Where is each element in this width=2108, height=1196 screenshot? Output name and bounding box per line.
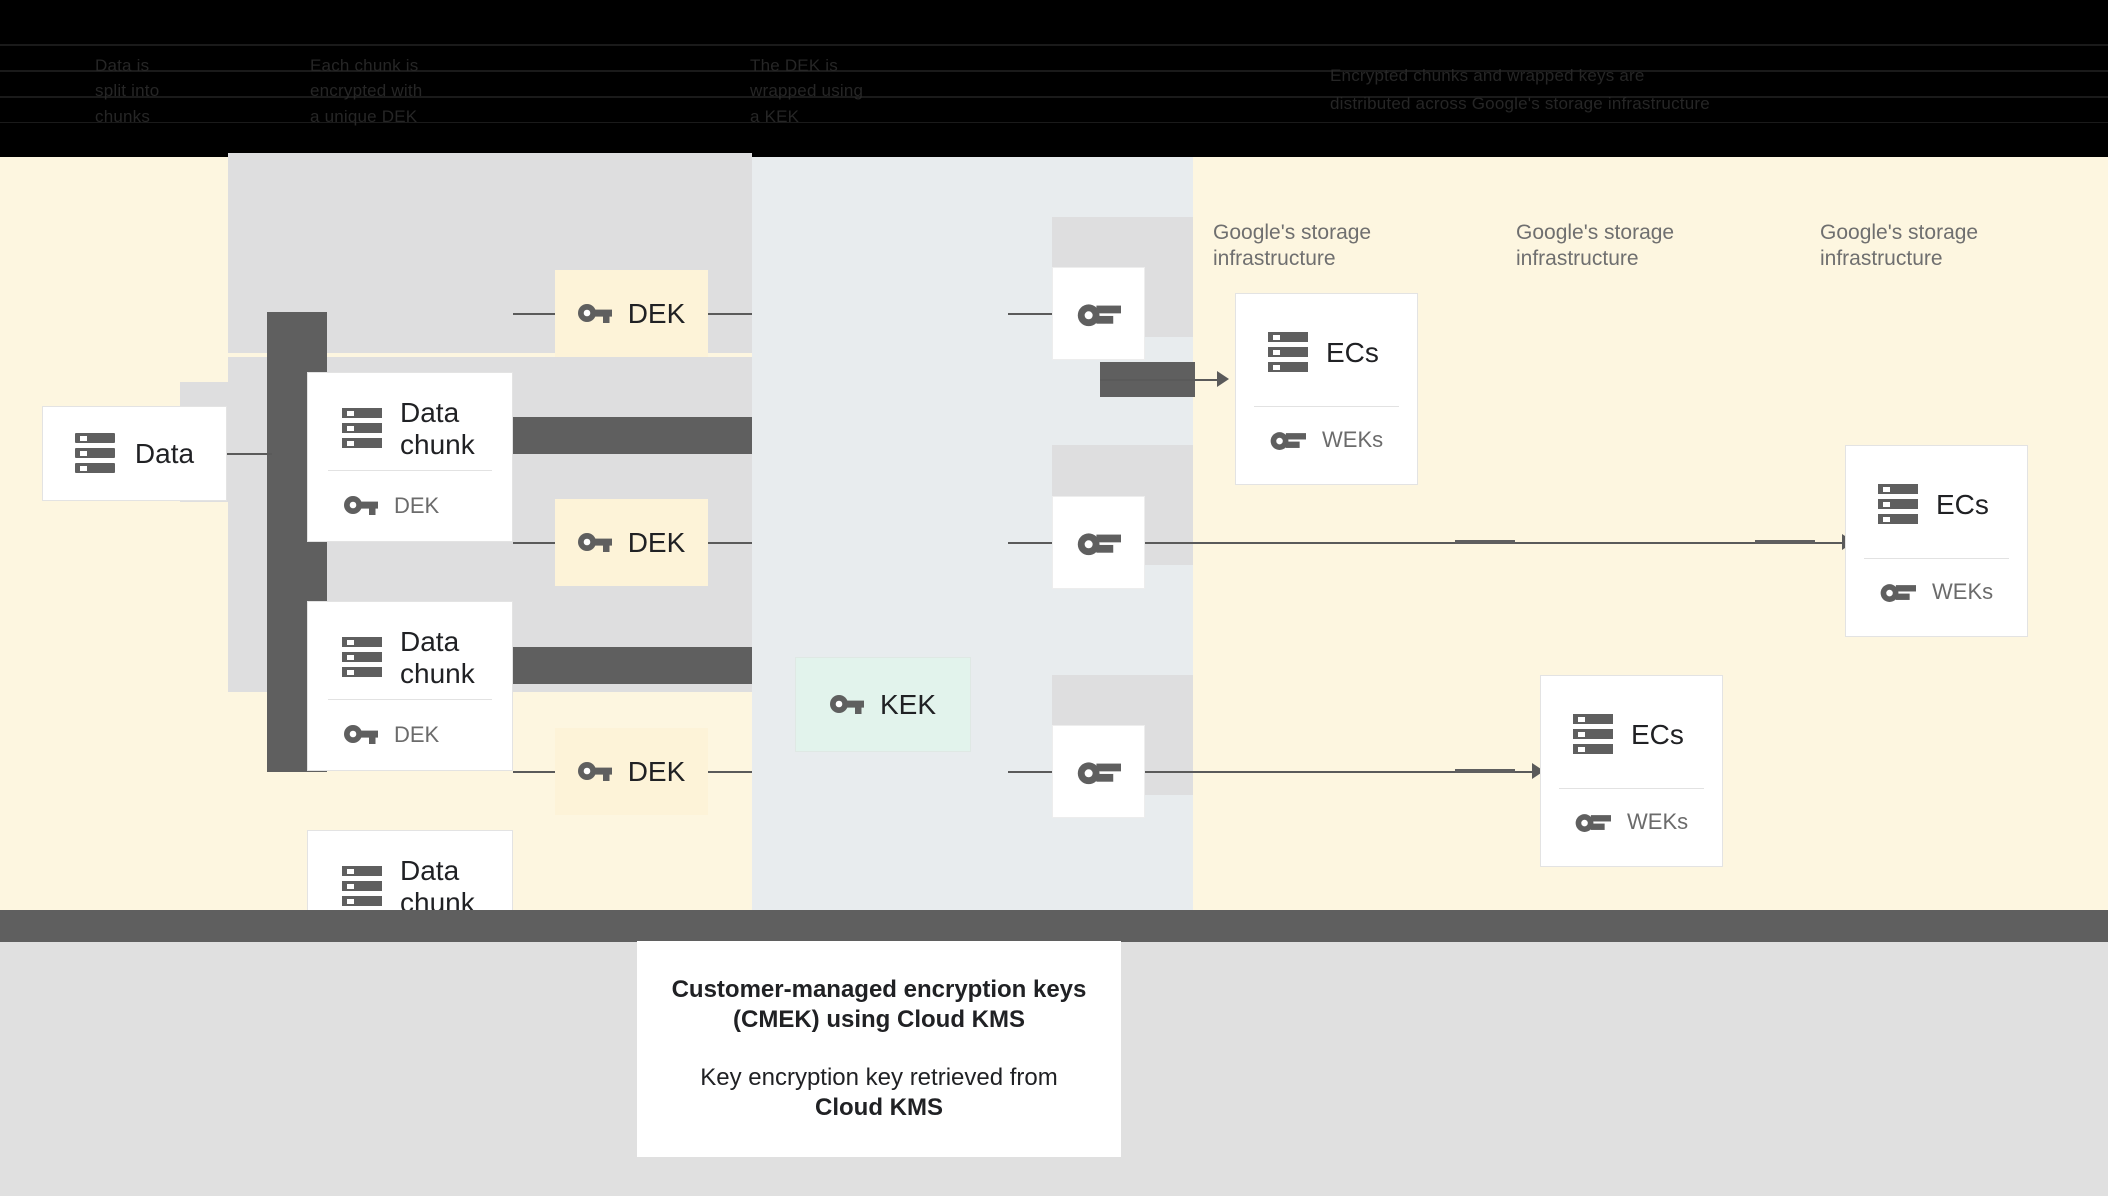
storage-infra-label: Google's storage infrastructure (1820, 221, 1979, 270)
connector-line (513, 771, 555, 773)
caption-body-line1: Key encryption key retrieved from (700, 1064, 1058, 1091)
storage-infra-label: Google's storage infrastructure (1213, 221, 1372, 270)
connector-line (1100, 379, 1220, 381)
wrapped-key-card[interactable] (1052, 725, 1145, 818)
obscured-header: Data is split into chunks Each chunk is … (0, 0, 2108, 157)
arrow-head-icon (1217, 371, 1229, 387)
key-icon (1575, 814, 1611, 832)
server-icon (342, 866, 382, 908)
diagram-canvas: Data Data chunk DEK (0, 153, 2108, 1000)
kek-label: KEK (879, 688, 937, 720)
connector-emphasis (1455, 769, 1515, 773)
key-icon (577, 303, 612, 323)
caption-body-line2: Cloud KMS (815, 1094, 943, 1121)
connector-line (708, 771, 752, 773)
storage-card[interactable]: ECs WEKs (1235, 293, 1418, 485)
connector-emphasis (1455, 540, 1515, 544)
storage-infra-label: Google's storage infrastructure (1516, 221, 1675, 270)
chunk-key-label: DEK (394, 722, 440, 747)
server-icon (1878, 484, 1918, 526)
storage-card-title: ECs (1936, 489, 1989, 520)
chunk-title: Data chunk (400, 626, 475, 689)
key-icon (344, 496, 378, 515)
server-icon (1268, 332, 1308, 374)
connector-line (1008, 771, 1052, 773)
storage-card-key-label: WEKs (1322, 427, 1384, 452)
key-icon (577, 532, 612, 552)
connector-line (708, 313, 752, 315)
server-icon (342, 408, 382, 450)
storage-card-key-label: WEKs (1932, 579, 1994, 604)
server-icon (1573, 714, 1613, 756)
wrapped-key-card[interactable] (1052, 496, 1145, 589)
header-text-line: Data is (95, 56, 150, 75)
key-icon (1077, 532, 1121, 555)
connector-emphasis (1755, 540, 1815, 544)
footer-divider-bar (0, 910, 2108, 942)
storage-card[interactable]: ECs WEKs (1540, 675, 1723, 867)
server-icon (74, 432, 115, 475)
connector-line (1008, 542, 1052, 544)
header-text-line: chunks (95, 107, 151, 126)
caption-title-line1: Customer-managed encryption keys (671, 976, 1087, 1003)
connector-line (513, 313, 555, 315)
data-source-card[interactable]: Data (42, 406, 227, 501)
key-icon (1077, 761, 1121, 784)
header-text-line: a unique DEK (310, 107, 418, 126)
connector-line (227, 453, 272, 455)
header-text-line: The DEK is (750, 56, 838, 75)
header-text-line: split into (95, 81, 160, 100)
header-text-line: a KEK (750, 107, 800, 126)
caption-box: Customer-managed encryption keys (CMEK) … (637, 941, 1121, 1157)
key-icon (577, 761, 612, 781)
header-text-line: Encrypted chunks and wrapped keys are (1330, 66, 1645, 85)
wrapped-key-card[interactable] (1052, 267, 1145, 360)
connector-line (708, 542, 752, 544)
header-text-line: distributed across Google's storage infr… (1330, 94, 1710, 113)
data-chunk-card[interactable]: Data chunk DEK (307, 372, 513, 542)
key-icon (1077, 303, 1121, 326)
dek-label: DEK (627, 755, 686, 787)
server-icon (342, 637, 382, 679)
dek-box[interactable]: DEK (555, 270, 708, 357)
chunk-key-label: DEK (394, 493, 440, 518)
storage-card-title: ECs (1326, 337, 1379, 368)
connector-line (1008, 313, 1052, 315)
key-icon (344, 725, 378, 744)
storage-card-title: ECs (1631, 719, 1684, 750)
key-icon (1270, 432, 1306, 450)
data-source-label: Data (134, 437, 195, 469)
chunk-title: Data chunk (400, 397, 475, 460)
key-icon (1880, 584, 1916, 602)
dek-label: DEK (627, 297, 686, 329)
header-text-line: encrypted with (310, 81, 423, 100)
dek-label: DEK (627, 526, 686, 558)
storage-card[interactable]: ECs WEKs (1845, 445, 2028, 637)
header-text-line: wrapped using (750, 81, 864, 100)
key-icon (829, 694, 864, 714)
data-chunk-card[interactable]: Data chunk DEK (307, 601, 513, 771)
connector-line (513, 542, 555, 544)
caption-title-line2: (CMEK) using Cloud KMS (733, 1006, 1025, 1033)
dek-box[interactable]: DEK (555, 728, 708, 815)
kek-box[interactable]: KEK (795, 657, 971, 752)
dek-box[interactable]: DEK (555, 499, 708, 586)
storage-card-key-label: WEKs (1627, 809, 1689, 834)
header-text-line: Each chunk is (310, 56, 419, 75)
connector-line (1145, 771, 1535, 773)
